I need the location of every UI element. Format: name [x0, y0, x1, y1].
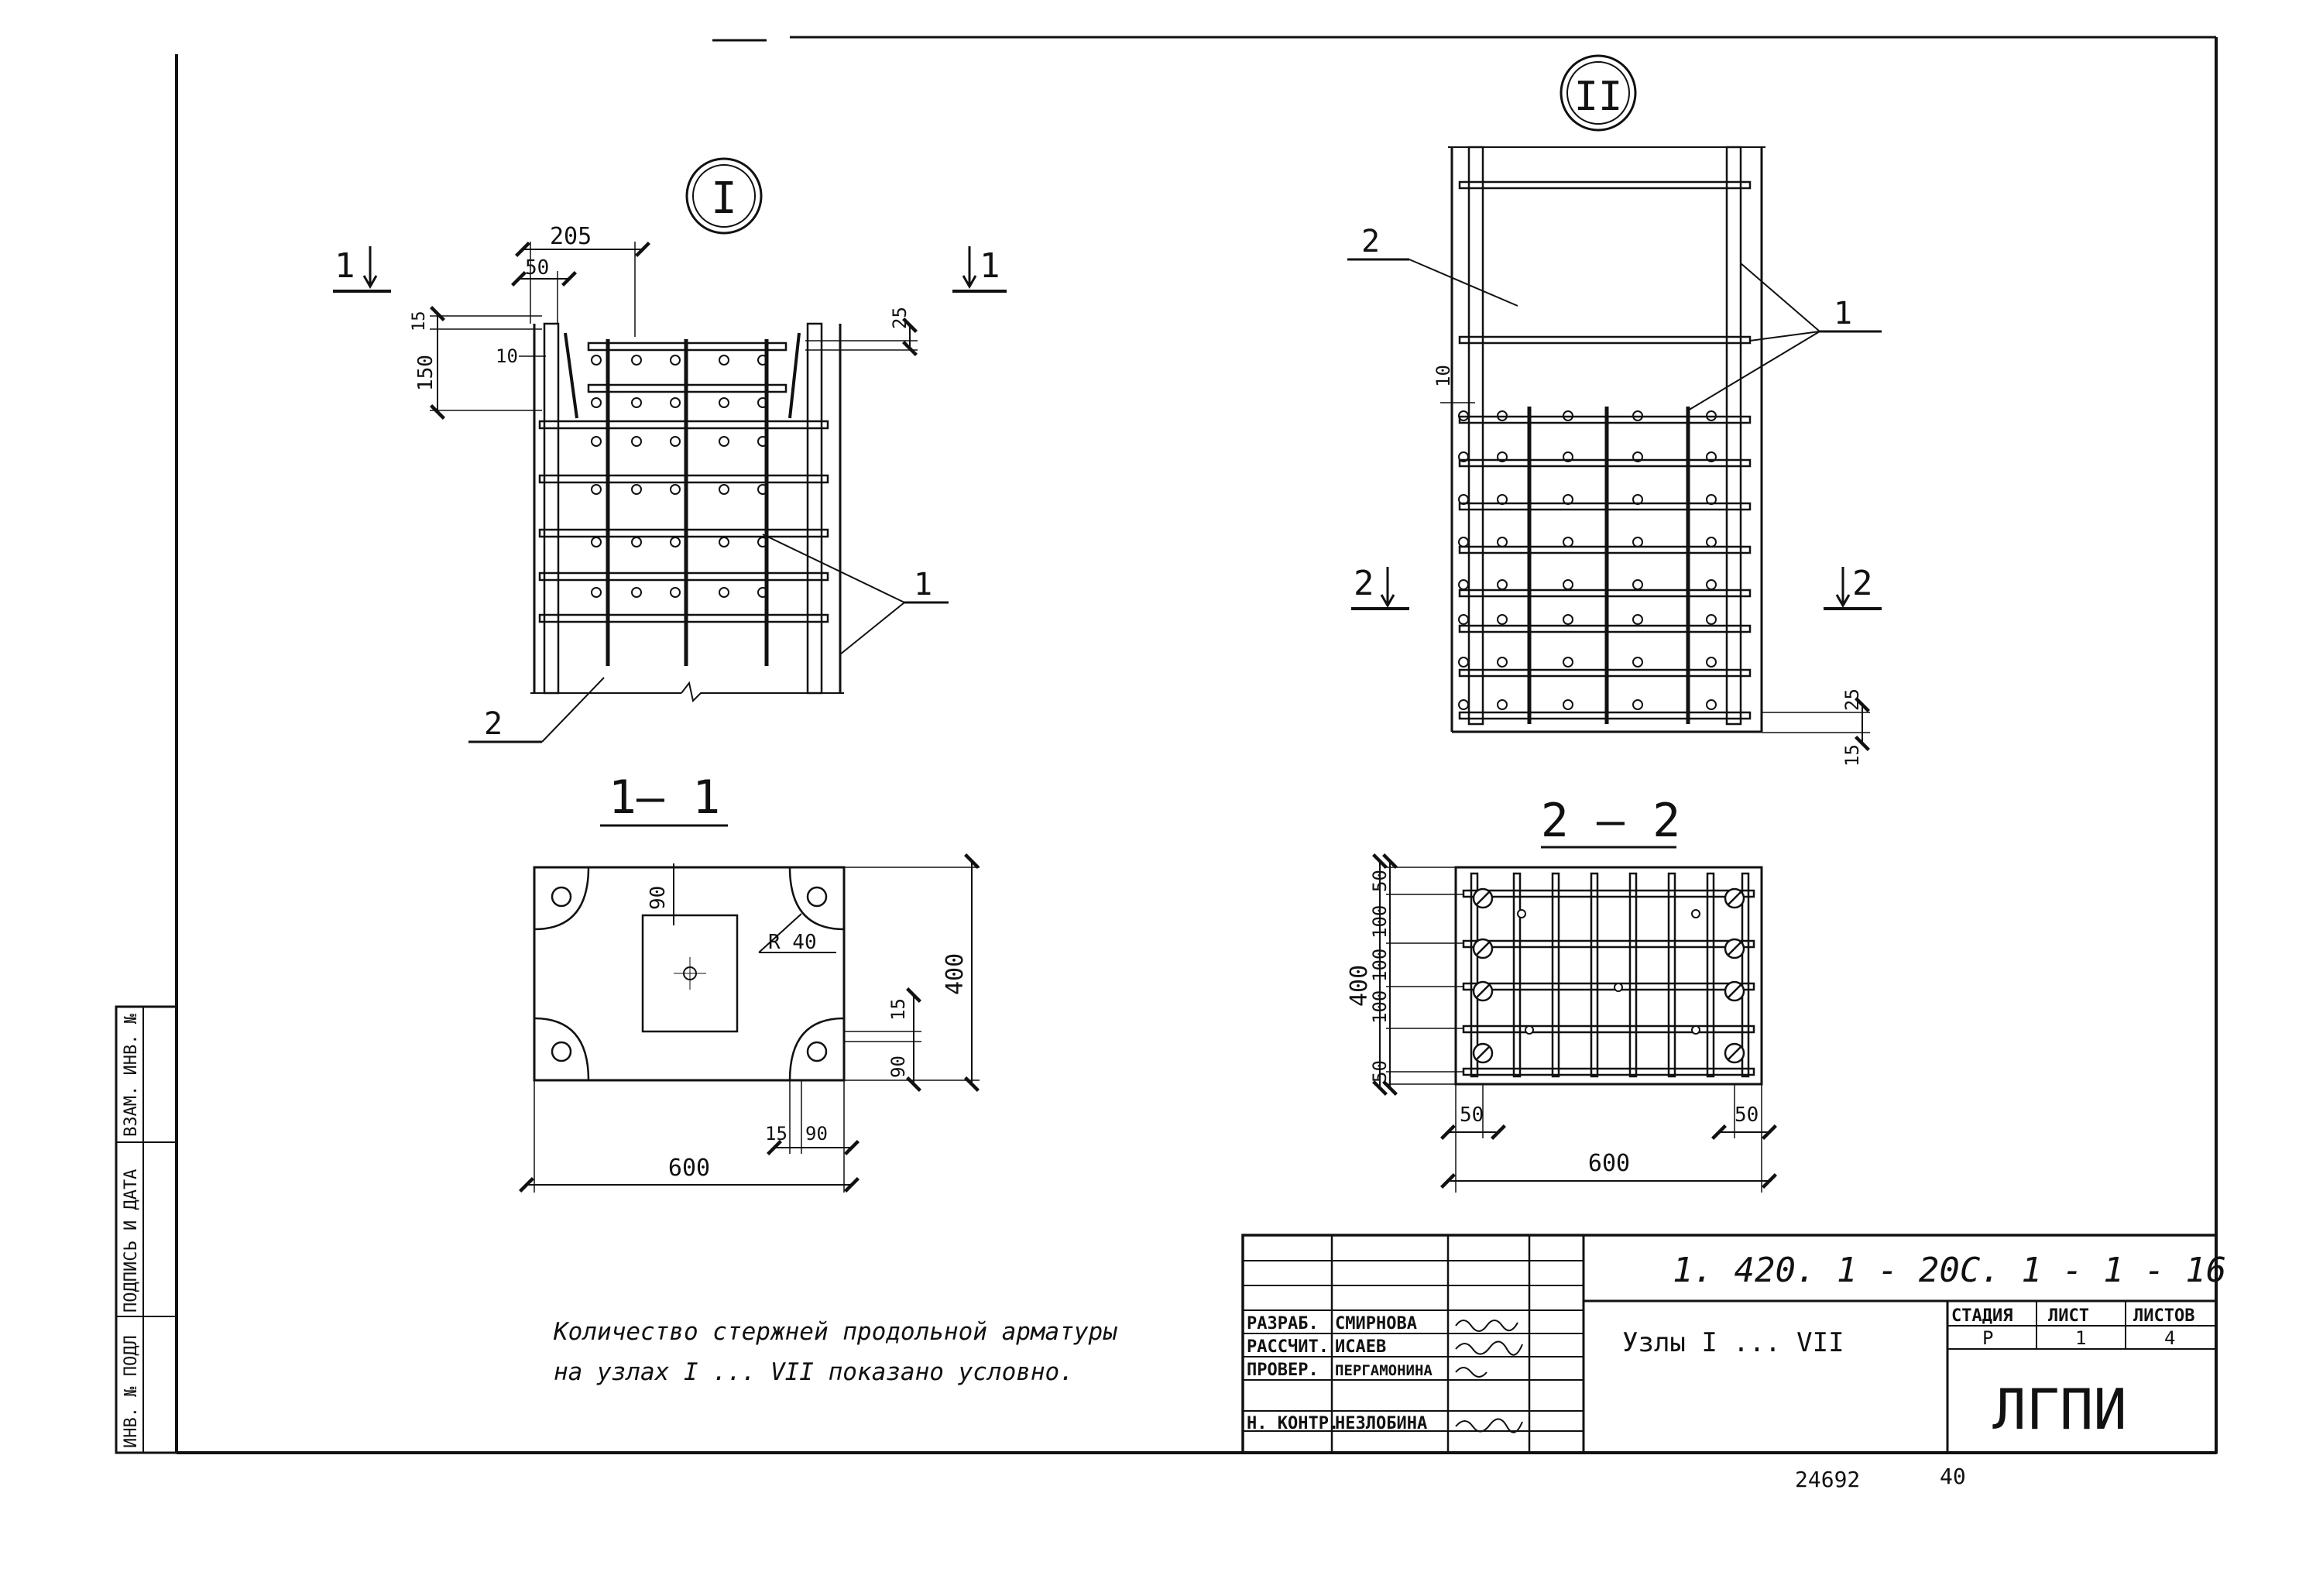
side-stamp-block: ВЗАМ. ИНВ. № ПОДПИСЬ И ДАТА ИНВ. № ПОДЛ: [115, 1005, 178, 1454]
svg-text:10: 10: [496, 345, 518, 367]
node-II-stirrups: [1458, 415, 1752, 720]
section-2-2-small-bars: [1517, 909, 1700, 1035]
svg-text:R 40: R 40: [768, 931, 817, 954]
stamp-sheets-value: 4: [2164, 1327, 2175, 1349]
section-mark-1-right: 1: [952, 246, 1007, 293]
side-label-inv-orig: ИНВ. № ПОДЛ: [122, 1335, 141, 1448]
stamp-stage-header: СТАДИЯ: [1951, 1306, 2012, 1326]
section-mark-1-left: 1: [333, 246, 391, 293]
stamp-sheet-header: ЛИСТ: [2048, 1306, 2089, 1326]
stamp-name-4: НЕЗЛОБИНА: [1335, 1414, 1427, 1433]
stamp-role-4: Н. КОНТР.: [1247, 1414, 1339, 1433]
svg-text:100: 100: [1369, 905, 1391, 939]
stamp-role-1: РАЗРАБ.: [1247, 1314, 1319, 1333]
svg-text:1: 1: [1834, 296, 1852, 331]
svg-text:600: 600: [1588, 1150, 1630, 1177]
svg-text:15: 15: [410, 311, 429, 332]
svg-text:600: 600: [668, 1155, 710, 1182]
section-1-1-title: 1— 1: [609, 771, 721, 825]
svg-text:15: 15: [765, 1123, 787, 1145]
title-block: РАЗРАБ. РАССЧИТ. ПРОВЕР. Н. КОНТР. СМИРН…: [1241, 1234, 2226, 1454]
stamp-sheets-header: ЛИСТОВ: [2133, 1306, 2194, 1326]
archive-number: 24692: [1795, 1467, 1860, 1492]
svg-text:1: 1: [980, 246, 1000, 286]
section-2-2-title: 2 – 2: [1541, 794, 1681, 848]
node-I-dimensions: 205 50 15 150 10 25: [410, 223, 918, 420]
svg-text:2: 2: [1852, 564, 1873, 603]
svg-text:50: 50: [1369, 1060, 1391, 1083]
node-II-drawing: II: [1347, 54, 1882, 767]
svg-text:2: 2: [1361, 224, 1380, 259]
node-I-callout-2: 2: [468, 677, 605, 743]
svg-text:90: 90: [647, 886, 670, 910]
note-block: Количество стержней продольной арматуры …: [553, 1318, 1117, 1386]
stamp-stage-value: Р: [1982, 1327, 1993, 1349]
svg-text:205: 205: [550, 223, 592, 250]
svg-text:10: 10: [1433, 365, 1454, 387]
svg-text:90: 90: [887, 1055, 909, 1078]
svg-text:2: 2: [484, 706, 503, 742]
node-I-callout-1: 1: [762, 534, 949, 655]
svg-text:1: 1: [335, 246, 355, 286]
node-I-drawing: I 1 1: [333, 157, 1007, 743]
stamp-sheet-value: 1: [2075, 1327, 2086, 1349]
stamp-role-2: РАССЧИТ.: [1247, 1337, 1329, 1357]
note-line-1: Количество стержней продольной арматуры: [553, 1318, 1117, 1346]
node-I-title-circle: [685, 157, 763, 235]
section-2-2-grid: [1462, 872, 1755, 1078]
stamp-doc-code: 1. 420. 1 - 20С. 1 - 1 - 16: [1673, 1251, 2226, 1290]
sheet-frame: [175, 36, 2218, 1454]
signature-scribbles: [1455, 1320, 1523, 1433]
side-label-inv-replace: ВЗАМ. ИНВ. №: [122, 1014, 141, 1137]
node-II-title-circle: [1560, 54, 1637, 132]
svg-text:100: 100: [1369, 990, 1391, 1024]
svg-text:15: 15: [887, 998, 909, 1021]
note-line-2: на узлах I ... VII показано условно.: [554, 1358, 1074, 1386]
node-II-dimensions: 10 25 15: [1433, 365, 1870, 767]
sheet-format: 40: [1940, 1464, 1966, 1489]
svg-text:15: 15: [1841, 744, 1863, 767]
svg-text:25: 25: [1841, 688, 1863, 711]
section-mark-2-right: 2: [1824, 564, 1882, 610]
node-II-callout-1: 1: [1687, 263, 1882, 411]
section-1-1-corner-holes: [534, 867, 845, 1081]
stamp-sheet-title: Узлы I ... VII: [1622, 1327, 1844, 1358]
section-2-2-anchor-bars: [1472, 887, 1745, 1064]
stamp-name-3: ПЕРГАМОНИНА: [1335, 1362, 1433, 1379]
node-II-callout-2: 2: [1347, 224, 1518, 307]
node-I-longitudinal-bars: [591, 355, 768, 598]
svg-text:2: 2: [1354, 564, 1374, 603]
svg-text:50: 50: [1735, 1103, 1759, 1127]
section-mark-2-left: 2: [1351, 564, 1409, 610]
node-II-title: II: [1574, 74, 1623, 120]
stamp-organization: ЛГПИ: [1992, 1377, 2126, 1442]
node-II-longitudinal-bars: [1458, 410, 1717, 710]
side-label-sign-date: ПОДПИСЬ И ДАТА: [122, 1169, 141, 1313]
stamp-name-1: СМИРНОВА: [1335, 1314, 1417, 1333]
svg-text:1: 1: [914, 567, 932, 602]
svg-text:50: 50: [525, 256, 549, 280]
svg-text:400: 400: [1346, 965, 1373, 1007]
svg-text:90: 90: [805, 1123, 828, 1145]
svg-text:50: 50: [1369, 870, 1391, 892]
section-2-2-drawing: 2 – 2: [1346, 794, 1777, 1193]
stamp-name-2: ИСАЕВ: [1335, 1337, 1386, 1357]
svg-text:25: 25: [889, 307, 911, 329]
node-I-title: I: [711, 173, 737, 224]
section-2-2-dimensions: 400 50 100 100 100 50 50 50 600: [1346, 853, 1777, 1193]
svg-text:100: 100: [1369, 949, 1391, 982]
node-I-stirrups: [538, 342, 829, 623]
stamp-role-3: ПРОВЕР.: [1247, 1361, 1319, 1380]
section-1-1-dimensions: 90 R 40 400 15 90 15 90 600: [519, 853, 980, 1193]
svg-text:50: 50: [1460, 1103, 1484, 1127]
svg-text:150: 150: [414, 355, 437, 391]
section-1-1-drawing: 1— 1 90 R 40 400: [519, 771, 980, 1193]
svg-text:400: 400: [942, 953, 969, 995]
